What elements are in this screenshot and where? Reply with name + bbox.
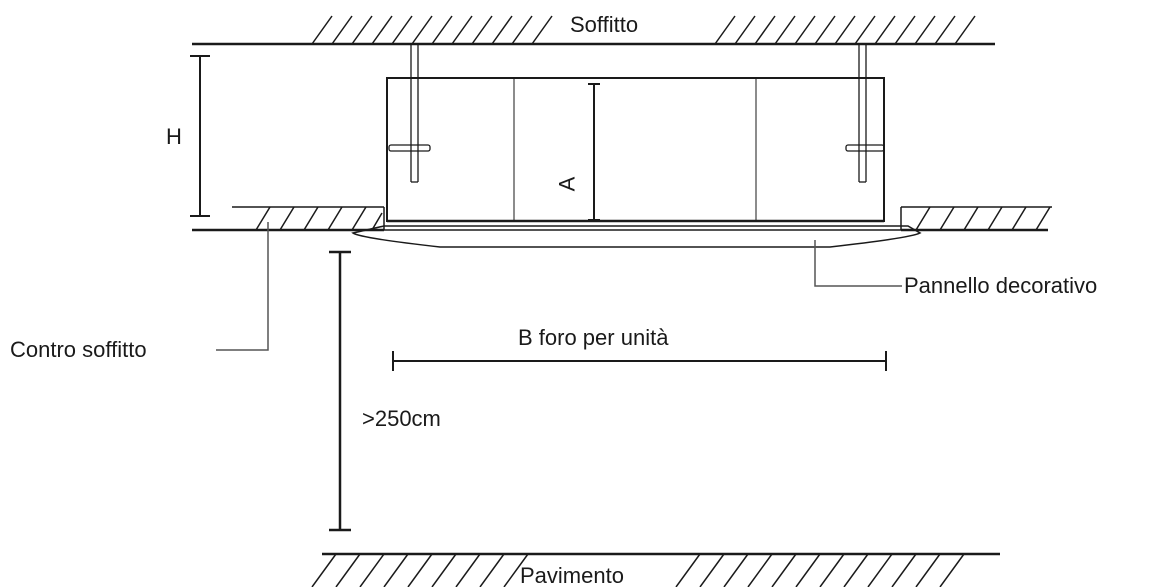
dimension-b	[392, 351, 887, 371]
false-ceiling	[192, 206, 1052, 232]
leader-false-ceiling	[216, 222, 269, 351]
hanging-rod-left	[388, 44, 431, 183]
dimension-a	[588, 83, 600, 221]
dimension-a-label: A	[554, 176, 580, 192]
floor-label: Pavimento	[520, 563, 624, 588]
floor-structure	[311, 552, 1000, 587]
leader-panel	[814, 240, 902, 287]
min-height-label: >250cm	[362, 406, 441, 431]
hanging-rod-right	[845, 44, 885, 183]
unit-hole-label: B foro per unità	[518, 325, 669, 350]
ceiling-label: Soffitto	[570, 12, 639, 37]
decorative-panel	[351, 225, 922, 248]
indoor-unit-body	[386, 77, 885, 223]
decorative-panel-label: Pannello decorativo	[904, 273, 1098, 298]
dimension-h-label: H	[166, 124, 182, 149]
ceiling-structure	[192, 15, 995, 46]
false-ceiling-label: Contro soffitto	[10, 337, 147, 362]
dimension-min-height	[329, 250, 351, 532]
dimension-h	[190, 55, 210, 217]
